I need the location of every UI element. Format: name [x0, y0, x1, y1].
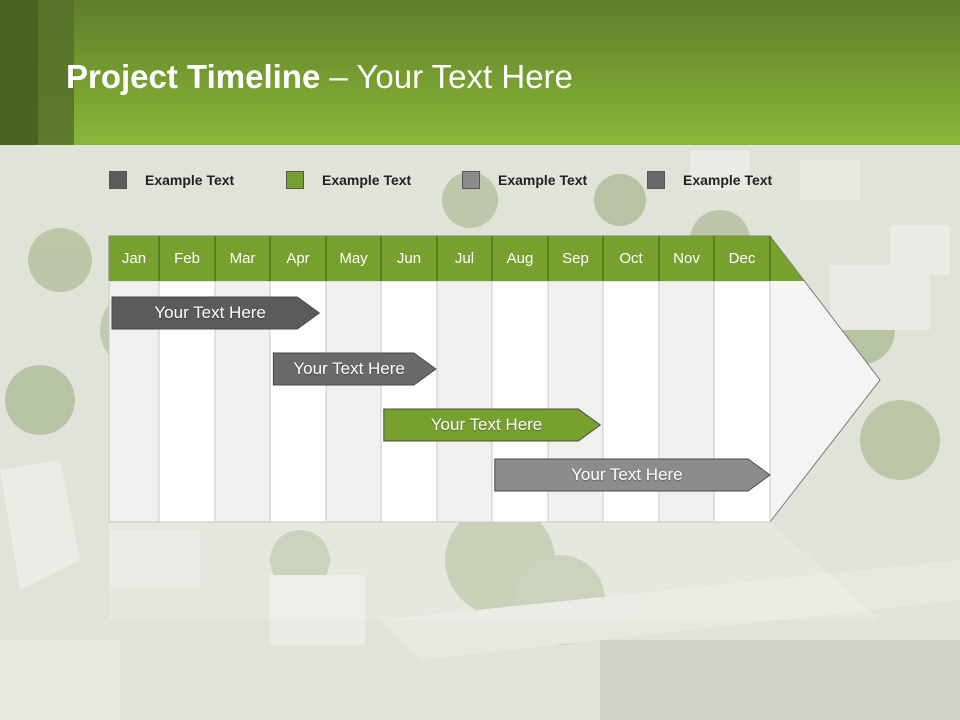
- month-label: Oct: [619, 250, 643, 267]
- month-label: Jun: [396, 250, 422, 267]
- month-label: Jan: [121, 250, 147, 267]
- month-column: [436, 280, 493, 523]
- month-label: May: [339, 250, 368, 267]
- month-column: [380, 280, 438, 523]
- task-bar-label: Your Text Here: [430, 415, 543, 434]
- legend-item: Example Text: [286, 170, 411, 190]
- month-label: Dec: [728, 250, 756, 267]
- task-bar: [494, 458, 771, 492]
- banner-accent-stripe: [38, 0, 74, 145]
- month-column: [325, 280, 382, 523]
- month-label: Feb: [174, 250, 200, 267]
- legend-item: Example Text: [647, 170, 772, 190]
- legend-item: Example Text: [462, 170, 587, 190]
- legend-item: Example Text: [109, 170, 234, 190]
- month-label: Jul: [454, 250, 475, 267]
- task-bar-label: Your Text Here: [571, 465, 683, 484]
- legend-swatch: [286, 171, 304, 189]
- task-bar-label: Your Text Here: [293, 359, 405, 378]
- month-header-band: [109, 236, 804, 281]
- task-bar: [111, 296, 321, 330]
- title-banner: Project Timeline – Your Text Here: [0, 0, 960, 145]
- legend-swatch: [647, 171, 665, 189]
- task-bar: [383, 408, 602, 442]
- legend-label: Example Text: [145, 172, 235, 188]
- task-bar-label: Your Text Here: [154, 303, 266, 322]
- task-bar: [272, 352, 437, 386]
- title-rest-text: – Your Text Here: [320, 58, 573, 95]
- legend-swatch: [109, 171, 127, 189]
- title-bold-text: Project Timeline: [66, 58, 321, 95]
- month-label: Apr: [286, 250, 310, 267]
- slide-title: Project Timeline – Your Text Here: [66, 58, 573, 96]
- legend-label: Example Text: [683, 172, 773, 188]
- banner-accent-stripe: [0, 0, 38, 145]
- legend-label: Example Text: [498, 172, 588, 188]
- month-label: Aug: [506, 250, 534, 267]
- timeline-reflection: [109, 522, 880, 620]
- month-label: Mar: [229, 250, 256, 267]
- legend-swatch: [462, 171, 480, 189]
- month-label: Nov: [673, 250, 700, 267]
- legend-label: Example Text: [322, 172, 412, 188]
- month-label: Sep: [562, 250, 589, 267]
